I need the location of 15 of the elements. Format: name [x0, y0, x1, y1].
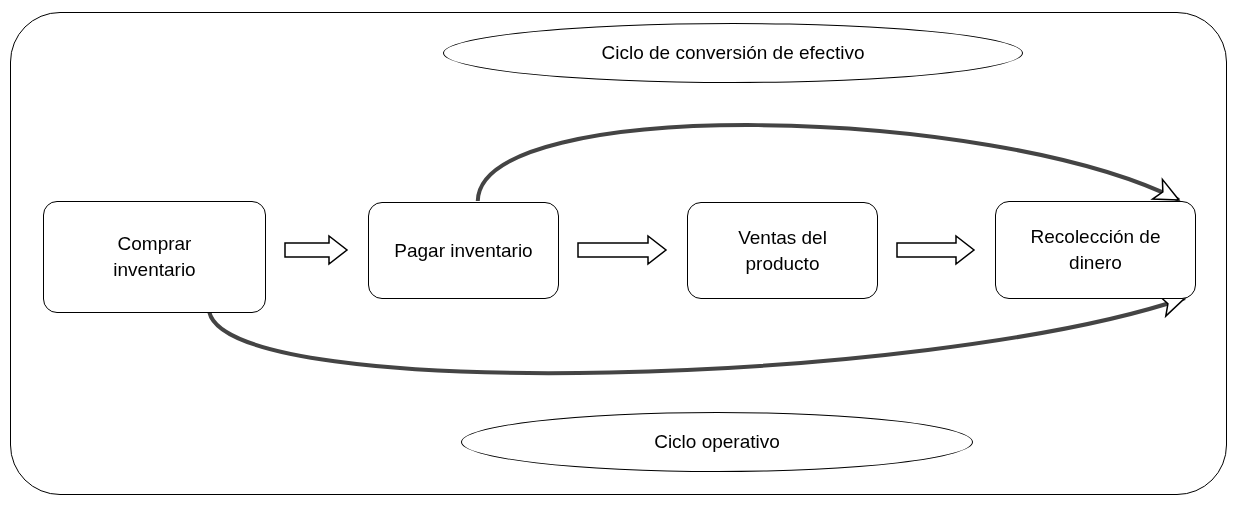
process-box [43, 201, 266, 313]
process-box [687, 202, 878, 299]
node-label: Ciclo de conversión de efectivo [600, 41, 866, 66]
node-label: Pagar inventario [393, 238, 534, 263]
node-label: Recolección de dinero [1029, 225, 1162, 275]
block-arrow [576, 233, 667, 266]
node-label: Ventas del producto [737, 225, 828, 276]
block-arrow [283, 233, 348, 266]
curved-arrow [475, 122, 1180, 202]
outer-frame [10, 12, 1227, 495]
block-arrow [895, 233, 975, 266]
process-box [995, 201, 1196, 299]
node-label: Comprar inventario [112, 232, 197, 282]
node-label: Ciclo operativo [653, 430, 781, 455]
process-box [368, 202, 559, 299]
